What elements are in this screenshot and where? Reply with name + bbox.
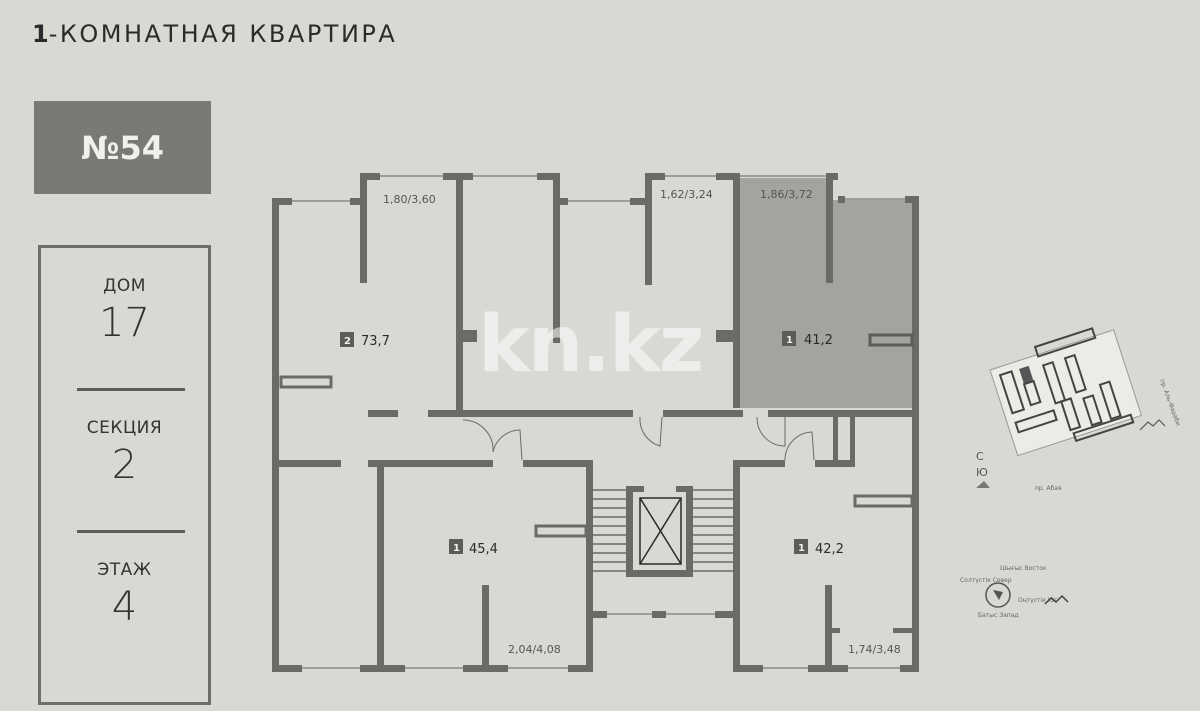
balcony-dimension: 1,74/3,48 [848,643,901,656]
walls [272,173,919,672]
house-info: ДОМ 17 [41,276,208,346]
balcony-dimension: 2,04/4,08 [508,643,561,656]
apartment-number-badge: №54 [34,101,211,194]
page-title: 1-КОМНАТНАЯ КВАРТИРА [32,20,397,48]
divider [77,530,185,533]
unit-label-45-4[interactable]: 1 45,4 [449,539,498,557]
house-label: ДОМ [103,276,146,296]
unit-area: 45,4 [469,542,498,557]
compass-west: Батыс Запад [978,612,1019,619]
street-label: пр. Аль-Фараби [1158,378,1181,427]
balcony-dimension: 1,62/3,24 [660,188,713,201]
compass-south-label: Ю [976,466,988,479]
section-info: СЕКЦИЯ 2 [41,418,208,488]
site-map [989,327,1143,457]
compass-north: Солтүстік Север [960,577,1012,584]
mountains-icon [1139,419,1166,431]
floor-value: 4 [111,584,138,630]
elevator-icon [639,497,682,565]
windows [292,175,905,669]
section-value: 2 [111,442,138,488]
room-count: 2 [344,336,351,347]
room-count: 1 [786,335,793,346]
stairs [593,489,733,572]
radiators [279,333,914,538]
unit-label-73-7[interactable]: 2 73,7 [340,332,390,349]
title-text: -КОМНАТНАЯ КВАРТИРА [48,20,398,48]
info-panel: ДОМ 17 СЕКЦИЯ 2 ЭТАЖ 4 [38,245,211,705]
compass-east: Шығыс Восток [1000,565,1047,572]
doors [462,416,815,461]
section-label: СЕКЦИЯ [86,418,163,438]
apartment-number: №54 [80,128,165,167]
balcony-dimension: 1,80/3,60 [383,193,436,206]
compass-rose-icon: Солтүстік Север Шығыс Восток Оңтүстік Юг… [960,565,1069,619]
street-label: пр. Абая [1035,485,1062,492]
floor-info: ЭТАЖ 4 [41,560,208,630]
unit-area: 41,2 [804,333,833,348]
floor-label: ЭТАЖ [97,560,152,580]
room-count: 1 [798,543,805,554]
unit-area: 73,7 [361,334,390,349]
north-arrow-icon [976,481,990,488]
mountains-icon [1044,594,1069,605]
balcony-dimension: 1,86/3,72 [760,188,813,201]
compass-north-label: С [976,450,984,463]
room-count: 1 [453,543,460,554]
divider [77,388,185,391]
unit-label-42-2[interactable]: 1 42,2 [794,539,844,557]
unit-highlight-41-2[interactable] [740,178,913,408]
watermark: kn.kz [478,300,704,390]
compass-south: Оңтүстік Юг [1018,597,1057,604]
unit-area: 42,2 [815,542,844,557]
unit-label-41-2[interactable]: 1 41,2 [782,331,833,348]
room-count: 1 [32,20,49,48]
house-value: 17 [99,300,150,346]
